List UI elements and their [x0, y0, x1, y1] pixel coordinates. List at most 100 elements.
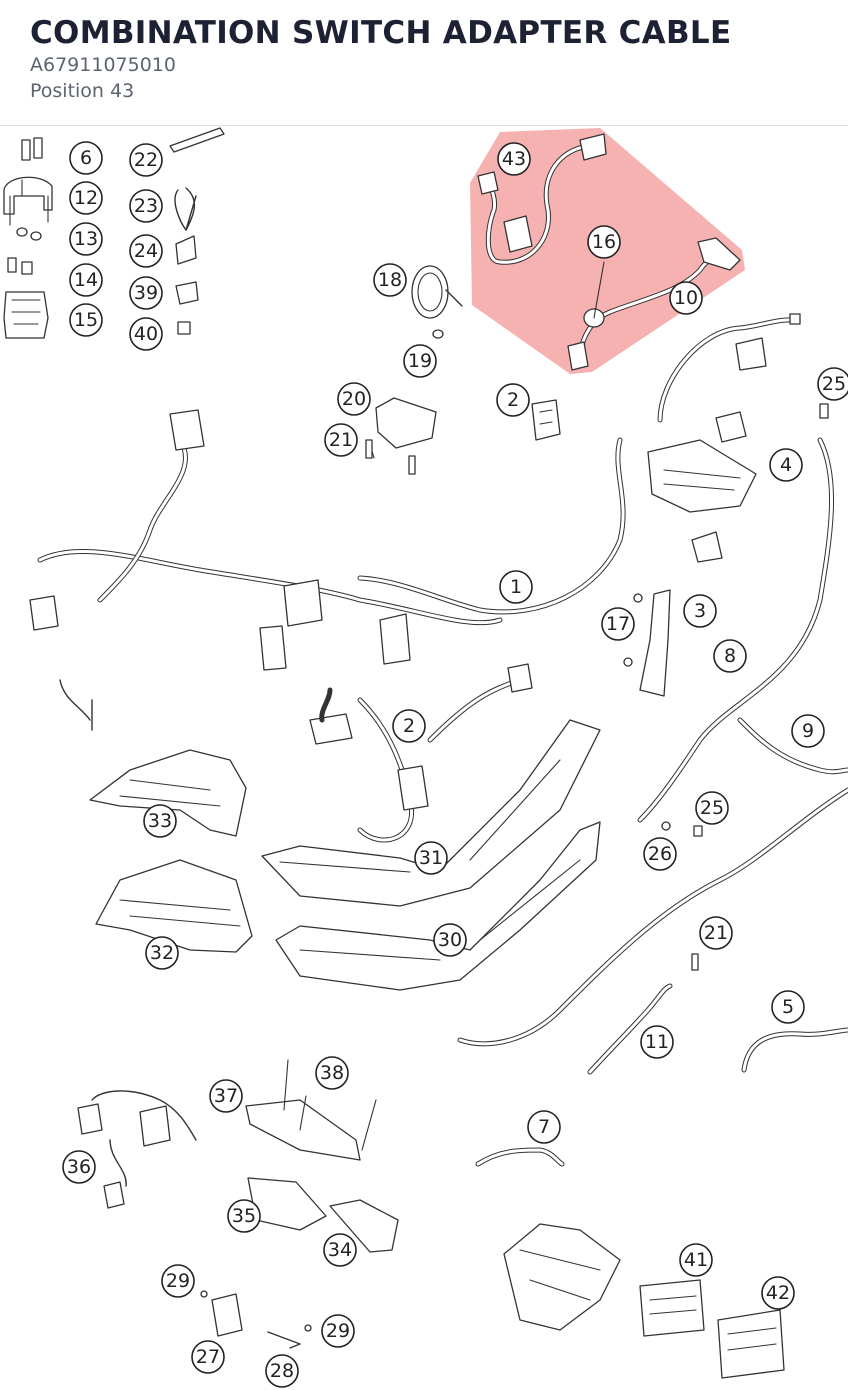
- svg-text:7: 7: [538, 1116, 550, 1138]
- svg-text:21: 21: [704, 922, 728, 944]
- callout-30[interactable]: 30: [433, 923, 467, 957]
- callout-34[interactable]: 34: [323, 1233, 357, 1267]
- callout-7[interactable]: 7: [527, 1110, 561, 1144]
- svg-text:42: 42: [766, 1282, 790, 1304]
- svg-text:12: 12: [74, 187, 98, 209]
- relay: [531, 399, 561, 441]
- position-label: Position 43: [30, 80, 135, 102]
- svg-text:6: 6: [80, 147, 92, 169]
- callout-2b[interactable]: 2: [392, 709, 426, 743]
- svg-text:41: 41: [684, 1249, 708, 1271]
- svg-text:29: 29: [326, 1320, 350, 1342]
- svg-text:1: 1: [510, 576, 522, 598]
- svg-text:30: 30: [438, 929, 462, 951]
- svg-text:32: 32: [150, 942, 174, 964]
- main-wiring-harness: [29, 409, 533, 843]
- callout-24[interactable]: 24: [129, 234, 163, 268]
- callout-38[interactable]: 38: [315, 1056, 349, 1090]
- callout-37[interactable]: 37: [209, 1079, 243, 1113]
- svg-text:38: 38: [320, 1062, 344, 1084]
- callout-23[interactable]: 23: [129, 189, 163, 223]
- page-title: COMBINATION SWITCH ADAPTER CABLE: [30, 15, 732, 51]
- callout-14[interactable]: 14: [69, 263, 103, 297]
- callout-29[interactable]: 29: [161, 1264, 195, 1298]
- svg-text:21: 21: [329, 429, 353, 451]
- svg-text:28: 28: [270, 1360, 294, 1382]
- svg-text:2: 2: [507, 389, 519, 411]
- callout-39[interactable]: 39: [129, 276, 163, 310]
- svg-text:29: 29: [166, 1270, 190, 1292]
- callout-40[interactable]: 40: [129, 317, 163, 351]
- adapter-cable-harness: [477, 133, 741, 371]
- callout-42[interactable]: 42: [761, 1276, 795, 1310]
- callout-36[interactable]: 36: [62, 1150, 96, 1184]
- callout-15[interactable]: 15: [69, 303, 103, 337]
- svg-text:11: 11: [645, 1031, 669, 1053]
- callout-29b[interactable]: 29: [321, 1314, 355, 1348]
- ground-cables: [457, 403, 848, 1167]
- svg-text:25: 25: [700, 797, 724, 819]
- small-parts-group: [3, 127, 225, 339]
- control-unit-cover: [365, 397, 437, 475]
- callout-8[interactable]: 8: [713, 639, 747, 673]
- svg-text:3: 3: [694, 600, 706, 622]
- plastic-brackets: [89, 719, 601, 991]
- callout-32[interactable]: 32: [145, 936, 179, 970]
- svg-text:4: 4: [780, 454, 792, 476]
- svg-text:33: 33: [148, 810, 172, 832]
- callout-20[interactable]: 20: [337, 382, 371, 416]
- callout-10[interactable]: 10: [669, 281, 703, 315]
- callout-22[interactable]: 22: [129, 143, 163, 177]
- callout-25b[interactable]: 25: [695, 791, 729, 825]
- svg-text:9: 9: [802, 720, 814, 742]
- svg-text:27: 27: [196, 1346, 220, 1368]
- bracket: [623, 589, 671, 697]
- callout-35[interactable]: 35: [227, 1199, 261, 1233]
- callout-18[interactable]: 18: [373, 263, 407, 297]
- svg-text:25: 25: [822, 373, 846, 395]
- callout-41[interactable]: 41: [679, 1243, 713, 1277]
- svg-text:15: 15: [74, 309, 98, 331]
- page-header: COMBINATION SWITCH ADAPTER CABLE A679110…: [0, 0, 848, 126]
- svg-text:39: 39: [134, 282, 158, 304]
- callout-19[interactable]: 19: [403, 344, 437, 378]
- callout-21[interactable]: 21: [324, 423, 358, 457]
- callout-26[interactable]: 26: [643, 837, 677, 871]
- frame-and-ecus: [503, 1223, 785, 1379]
- svg-text:43: 43: [502, 148, 526, 170]
- svg-text:8: 8: [724, 645, 736, 667]
- callout-9[interactable]: 9: [791, 714, 825, 748]
- svg-text:34: 34: [328, 1239, 352, 1261]
- svg-text:36: 36: [67, 1156, 91, 1178]
- callout-25[interactable]: 25: [817, 367, 848, 401]
- svg-text:37: 37: [214, 1085, 238, 1107]
- callout-4[interactable]: 4: [769, 448, 803, 482]
- callout-28[interactable]: 28: [265, 1354, 299, 1388]
- callout-33[interactable]: 33: [143, 804, 177, 838]
- callout-16[interactable]: 16: [587, 225, 621, 259]
- callout-11[interactable]: 11: [640, 1025, 674, 1059]
- svg-text:24: 24: [134, 240, 158, 262]
- callout-1[interactable]: 1: [499, 570, 533, 604]
- svg-text:5: 5: [782, 996, 794, 1018]
- callout-13[interactable]: 13: [69, 222, 103, 256]
- svg-text:20: 20: [342, 388, 366, 410]
- part-number: A67911075010: [30, 54, 176, 76]
- callout-21b[interactable]: 21: [699, 916, 733, 950]
- callout-43[interactable]: 43: [497, 142, 531, 176]
- callout-6[interactable]: 6: [69, 141, 103, 175]
- exploded-parts-diagram: 6 12 13 14 15 22 23 24 39 40 43 16 10 18…: [3, 127, 848, 1388]
- svg-text:16: 16: [592, 231, 616, 253]
- svg-text:22: 22: [134, 149, 158, 171]
- svg-text:35: 35: [232, 1205, 256, 1227]
- callout-27[interactable]: 27: [191, 1340, 225, 1374]
- svg-text:31: 31: [419, 847, 443, 869]
- callout-12[interactable]: 12: [69, 181, 103, 215]
- callout-17[interactable]: 17: [601, 607, 635, 641]
- callout-3[interactable]: 3: [683, 594, 717, 628]
- svg-text:40: 40: [134, 323, 158, 345]
- callout-31[interactable]: 31: [414, 841, 448, 875]
- callout-5[interactable]: 5: [771, 990, 805, 1024]
- callout-2[interactable]: 2: [496, 383, 530, 417]
- horn: [411, 265, 463, 339]
